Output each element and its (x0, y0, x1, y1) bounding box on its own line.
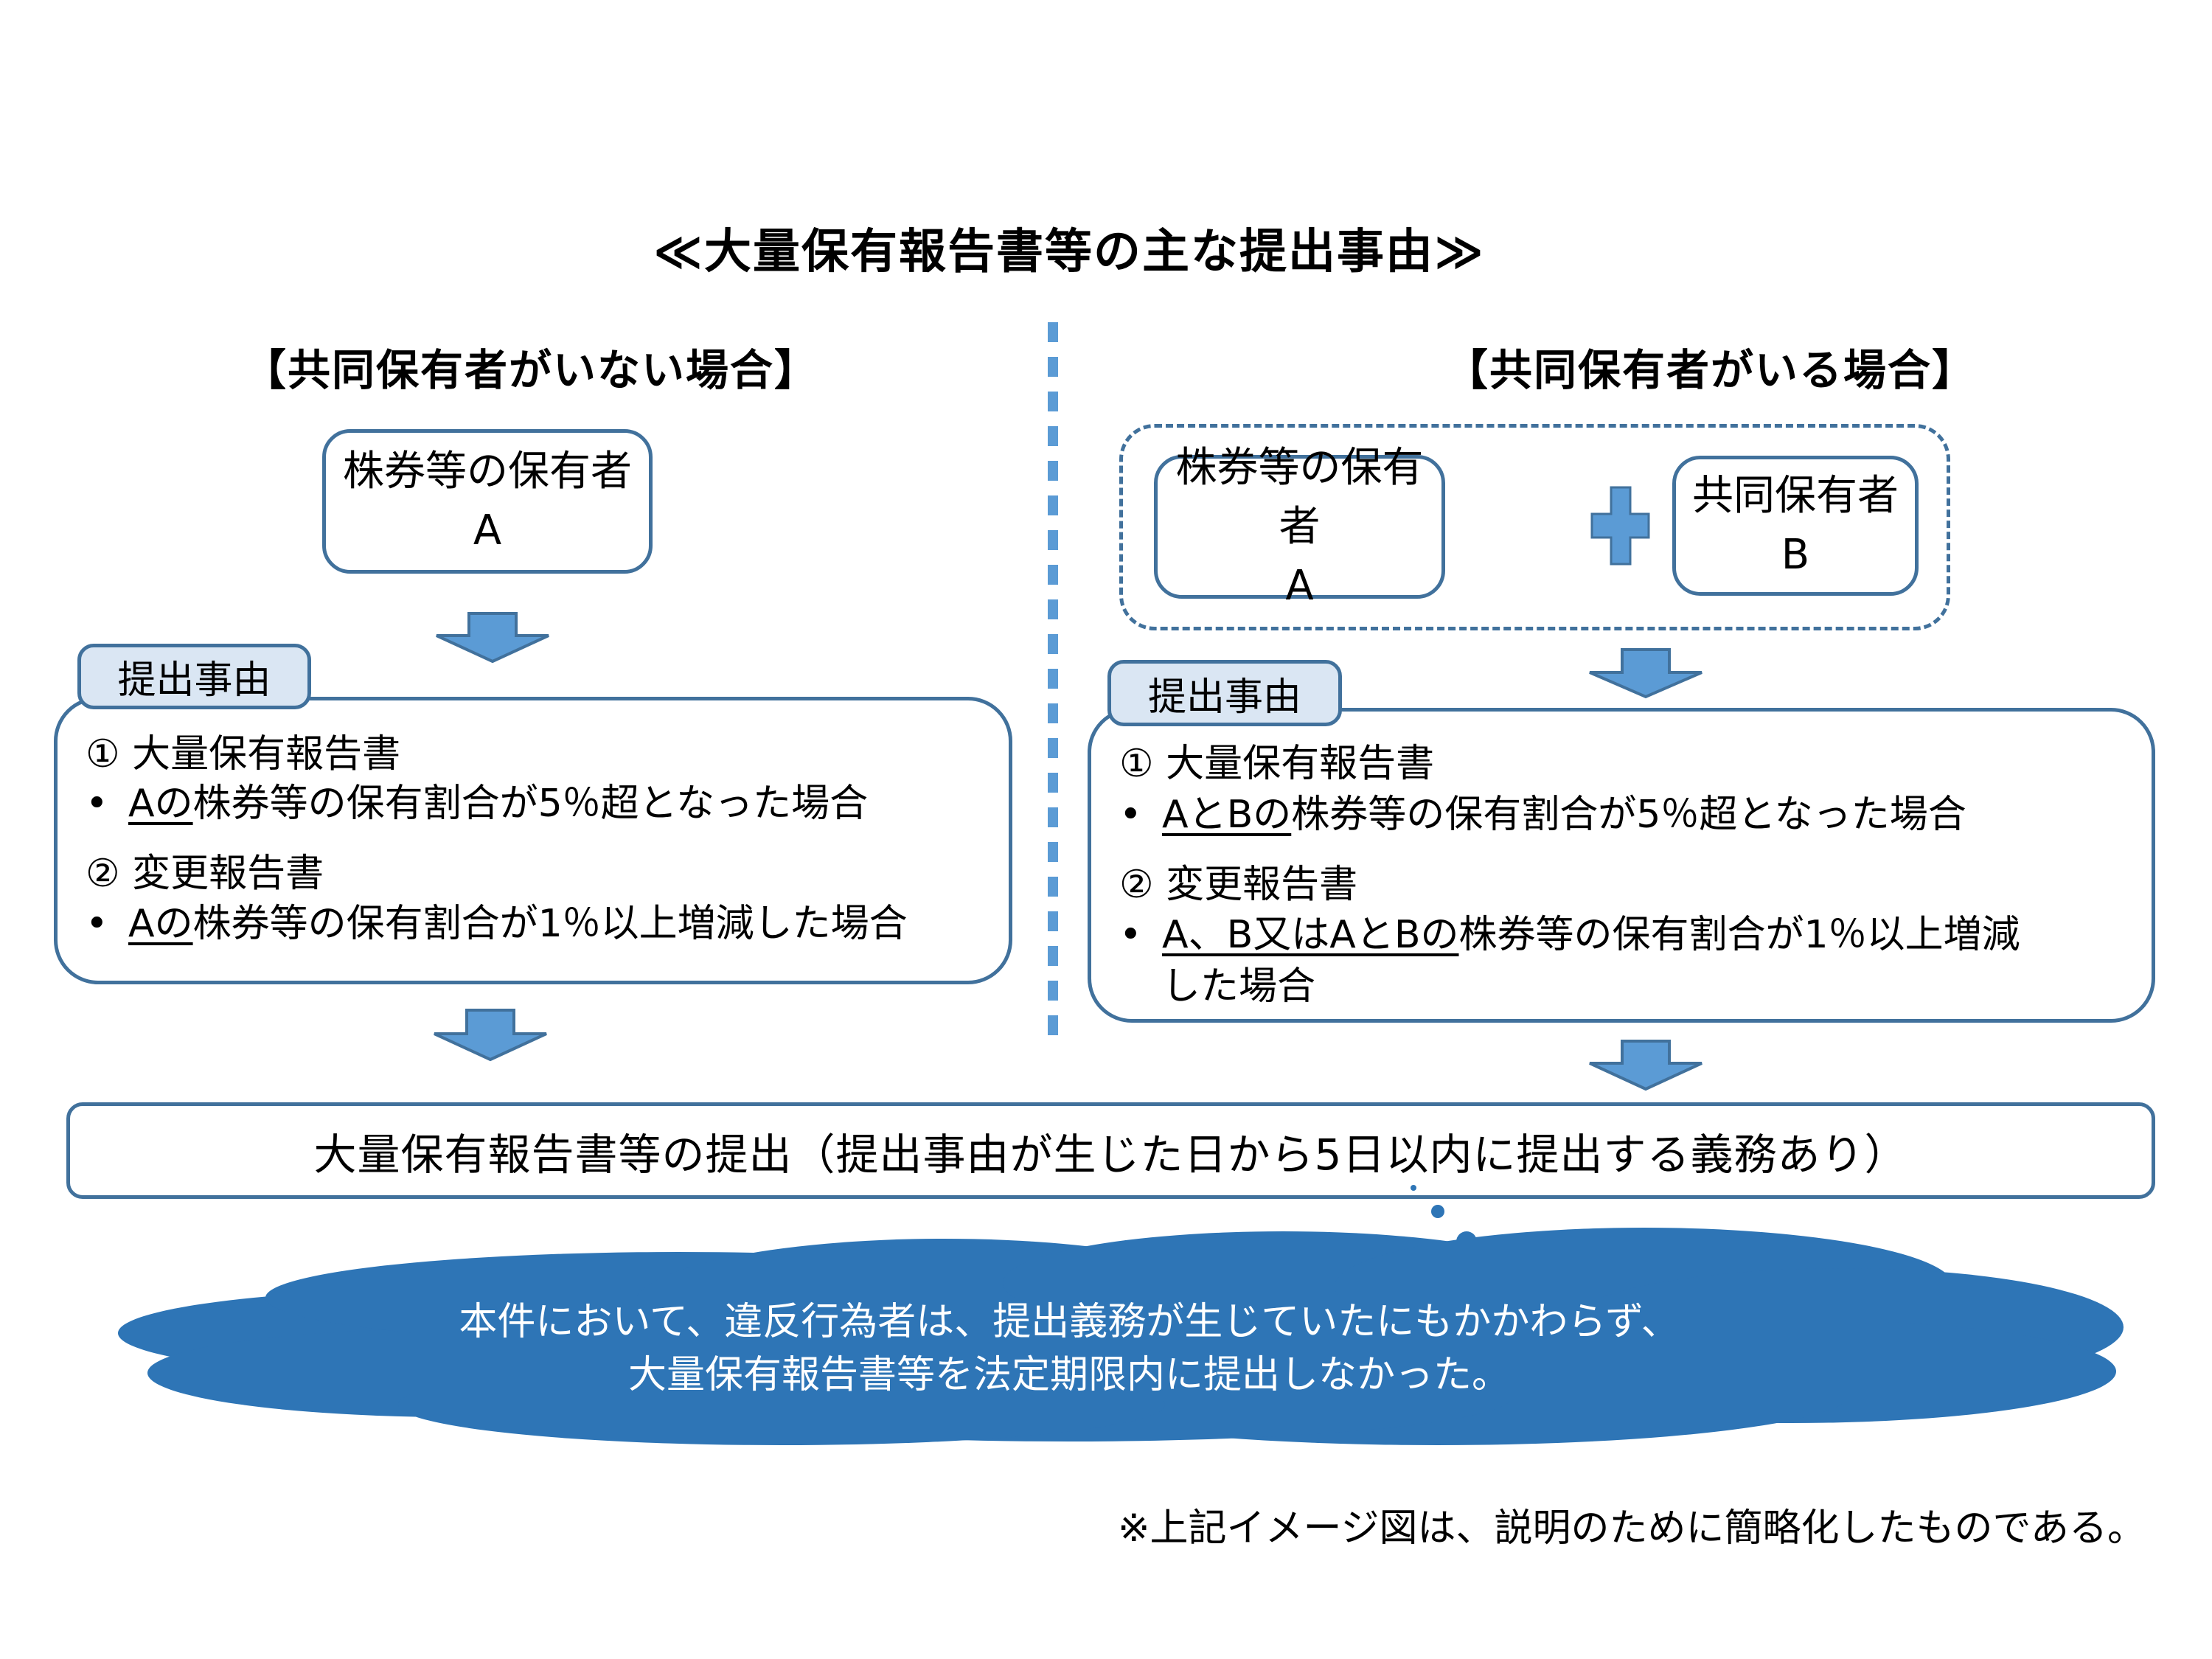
holder-label: 株券等の保有者 (1175, 443, 1424, 551)
left-holder-box: 株券等の保有者 A (322, 429, 653, 574)
reason-subject: AとBの (1162, 793, 1292, 837)
joint-holders-group (1119, 424, 1950, 630)
reason-condition: 株券等の保有割合が1％以上増減 (1458, 913, 2020, 957)
left-reasons-box: ① 大量保有報告書 •Aの株券等の保有割合が5％超となった場合 ② 変更報告書 … (54, 697, 1012, 984)
plus-icon (1590, 486, 1650, 566)
bullet: • (1119, 913, 1142, 957)
right-reason-tag: 提出事由 (1107, 660, 1342, 726)
reason-condition: 株券等の保有割合が5％超となった場合 (1291, 793, 1966, 837)
right-section-header: 【共同保有者がいる場合】 (1444, 345, 1976, 395)
reason-heading: ① 大量保有報告書 (1119, 742, 1435, 786)
reason-condition: 株券等の保有割合が1％以上増減した場合 (192, 902, 908, 946)
reason-heading: ② 変更報告書 (86, 852, 324, 896)
reason-bullet-item: • Aの株券等の保有割合が5％超となった場合 (86, 778, 868, 830)
holder-id: B (1781, 531, 1810, 579)
reason-condition: 株券等の保有割合が5％超となった場合 (192, 782, 869, 826)
reason-bullet-item: • Aの株券等の保有割合が1％以上増減した場合 (86, 898, 908, 950)
filing-obligation-box: 大量保有報告書等の提出（提出事由が生じた日から5日以内に提出する義務あり） (66, 1102, 2155, 1199)
reason-continuation: した場合 (1162, 964, 1316, 1009)
reason-bullet-item: • AとBの株券等の保有割合が5％超となった場合 (1119, 789, 1966, 841)
right-reasons-box: ① 大量保有報告書 • AとBの株券等の保有割合が5％超となった場合 ② 変更報告… (1088, 708, 2155, 1023)
reason-heading: ② 変更報告書 (1119, 863, 1358, 907)
cloud-text-line1: 本件において、違反行為者は、提出義務が生じていたにもかかわらず、 (459, 1300, 1680, 1344)
reason-subject: A、B又はAとBの (1162, 913, 1459, 957)
bullet: • (86, 782, 108, 826)
reason-heading: ① 大量保有報告書 (86, 732, 401, 776)
holder-id: A (473, 507, 502, 554)
reason-subject: Aの (128, 782, 193, 826)
reason-bullet-item: • A、B又はAとBの株券等の保有割合が1％以上増減 (1119, 909, 2020, 961)
right-holder-b-box: 共同保有者 B (1672, 456, 1919, 596)
bullet: • (86, 902, 108, 946)
reason-subject: Aの (128, 902, 193, 946)
footnote: ※上記イメージ図は、説明のために簡略化したものである。 (1117, 1506, 2146, 1551)
left-reason-tag: 提出事由 (77, 644, 311, 709)
down-arrow-icon (1589, 1040, 1703, 1091)
holder-label: 共同保有者 (1692, 472, 1899, 520)
down-arrow-icon (1589, 648, 1703, 699)
cloud-shape (118, 1185, 2124, 1445)
left-section-header: 【共同保有者がいない場合】 (243, 345, 818, 395)
holder-id: A (1285, 561, 1314, 610)
right-holder-a-box: 株券等の保有者 A (1154, 444, 1445, 610)
down-arrow-icon (434, 1009, 547, 1062)
cloud-text-line2: 大量保有報告書等を法定期限内に提出しなかった。 (627, 1353, 1510, 1397)
page-title: ≪大量保有報告書等の主な提出事由≫ (653, 225, 1485, 279)
down-arrow-icon (436, 612, 549, 664)
bullet: • (1119, 793, 1142, 837)
holder-label: 株券等の保有者 (343, 448, 632, 495)
